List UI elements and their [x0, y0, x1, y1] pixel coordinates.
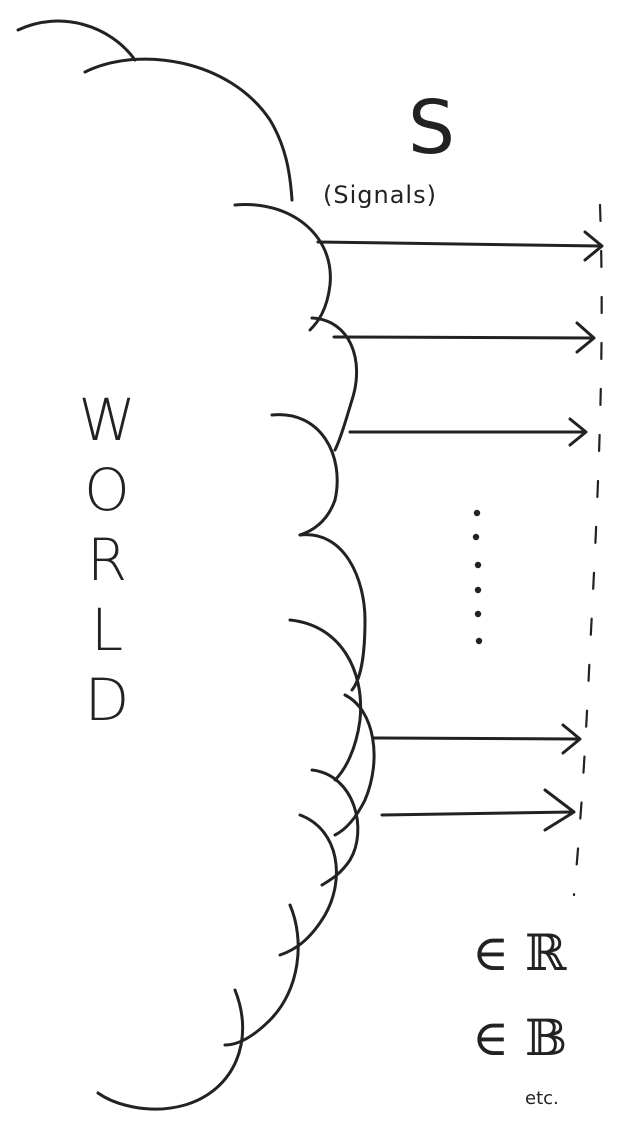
- signal-arrow: [334, 323, 594, 352]
- ellipsis-dots: [473, 510, 482, 644]
- domain-real-label: ∈ ℝ: [472, 925, 566, 981]
- domain-boolean-label: ∈ 𝔹: [472, 1010, 567, 1066]
- signal-arrows: [318, 232, 602, 830]
- signal-arrow: [374, 725, 580, 753]
- cloud-arc-top: [18, 21, 135, 60]
- cloud-arc-9: [225, 905, 298, 1045]
- signals-caption: (Signals): [323, 180, 437, 210]
- cloud-arc-8: [280, 815, 336, 955]
- cloud-arc-5: [290, 620, 361, 780]
- signal-arrow: [318, 232, 602, 260]
- world-label: WORLD: [72, 385, 142, 735]
- cloud-arc-1: [235, 205, 330, 330]
- boundary-dashed-line: [574, 205, 602, 895]
- signals-symbol: S: [408, 88, 455, 168]
- cloud-arc-3: [272, 415, 337, 535]
- signal-arrow: [382, 790, 574, 830]
- cloud-arc-6: [335, 695, 374, 835]
- signal-arrow: [350, 419, 586, 445]
- cloud-arc-4: [300, 535, 365, 690]
- domain-etc-label: etc.: [525, 1088, 559, 1110]
- cloud-arc-upper: [85, 59, 292, 200]
- cloud-arc-bottom: [98, 990, 243, 1109]
